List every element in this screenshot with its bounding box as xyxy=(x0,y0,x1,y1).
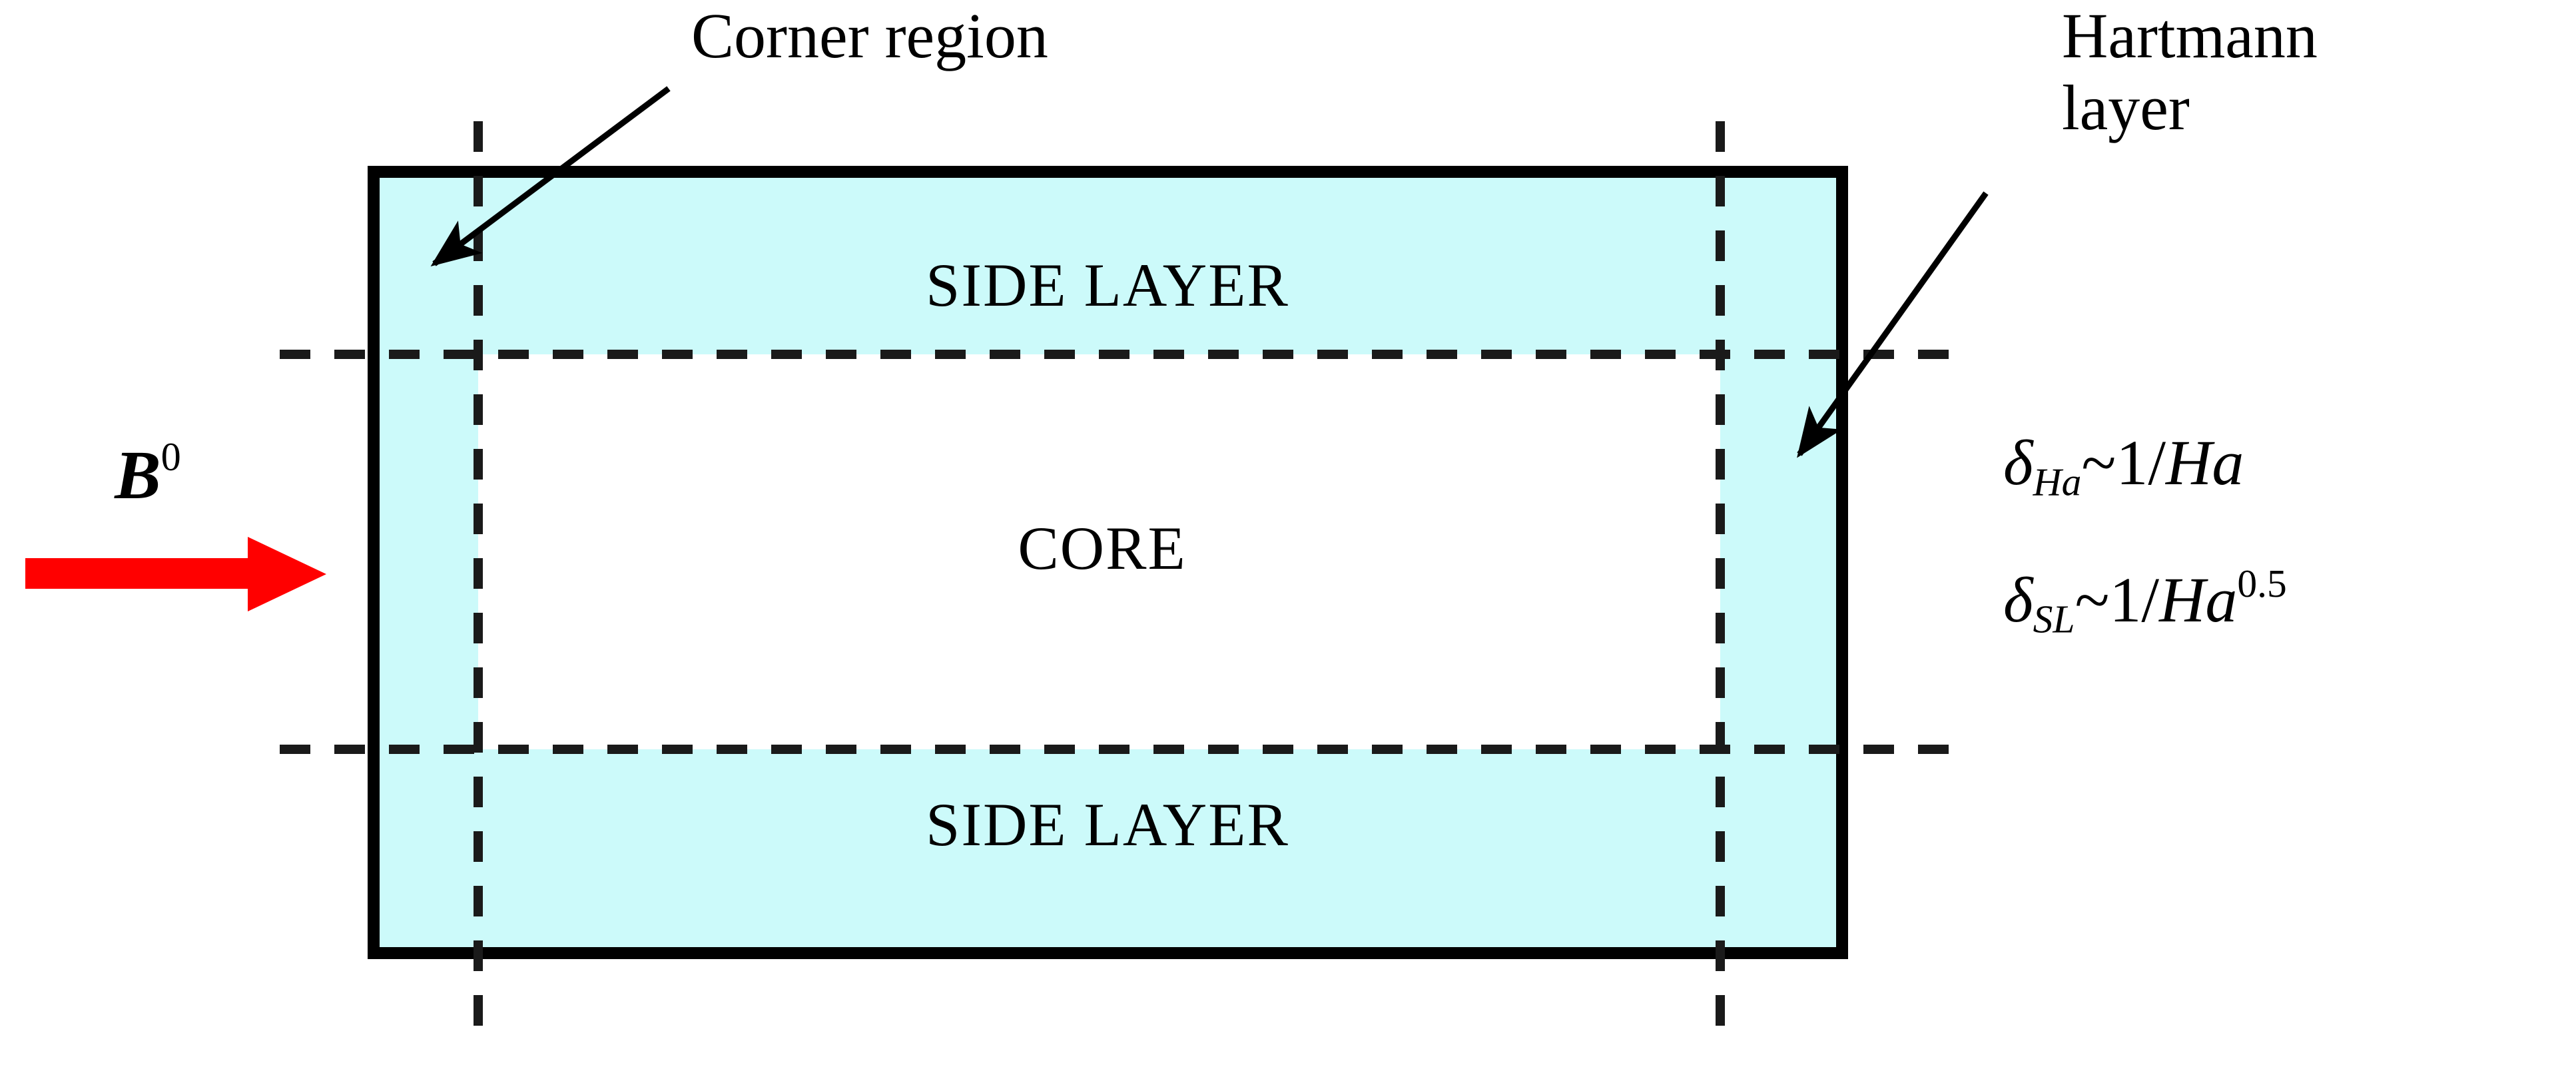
side-layer-delta-subscript: SL xyxy=(2033,597,2075,641)
hartmann-layer-leader-arrow xyxy=(1797,191,1989,458)
core-region-fill xyxy=(478,354,1720,749)
duct-wall-outline xyxy=(368,166,1848,959)
side-layer-label-bottom: SIDE LAYER xyxy=(926,791,1289,859)
side-layer-delta-symbol: δ xyxy=(2003,563,2033,635)
corner-region-label: Corner region xyxy=(691,0,1048,71)
side-layer-scaling-expression: Ha xyxy=(2159,563,2238,635)
side-layer-thickness-scaling: δSL~1/Ha0.5 xyxy=(2003,563,2287,640)
hartmann-relation-operator: ~1/ xyxy=(2081,427,2166,498)
magnetic-field-arrow xyxy=(25,537,326,611)
magnetic-field-symbol: B xyxy=(115,437,161,514)
corner-region-leader-arrow xyxy=(430,86,671,267)
magnetic-field-superscript: 0 xyxy=(161,435,181,480)
hartmann-delta-subscript: Ha xyxy=(2033,460,2082,504)
hartmann-thickness-scaling: δHa~1/Ha xyxy=(2003,427,2244,504)
hartmann-layer-label-line2: layer xyxy=(2062,72,2190,143)
side-layer-label-top: SIDE LAYER xyxy=(926,251,1289,319)
side-layer-scaling-exponent: 0.5 xyxy=(2237,561,2287,605)
hartmann-delta-symbol: δ xyxy=(2003,427,2033,498)
core-region-label: CORE xyxy=(1018,514,1187,582)
side-layer-relation-operator: ~1/ xyxy=(2075,563,2160,635)
hartmann-scaling-expression: Ha xyxy=(2165,427,2244,498)
magnetic-field-label: B0 xyxy=(115,436,181,512)
hartmann-layer-label-line1: Hartmann xyxy=(2062,0,2318,71)
